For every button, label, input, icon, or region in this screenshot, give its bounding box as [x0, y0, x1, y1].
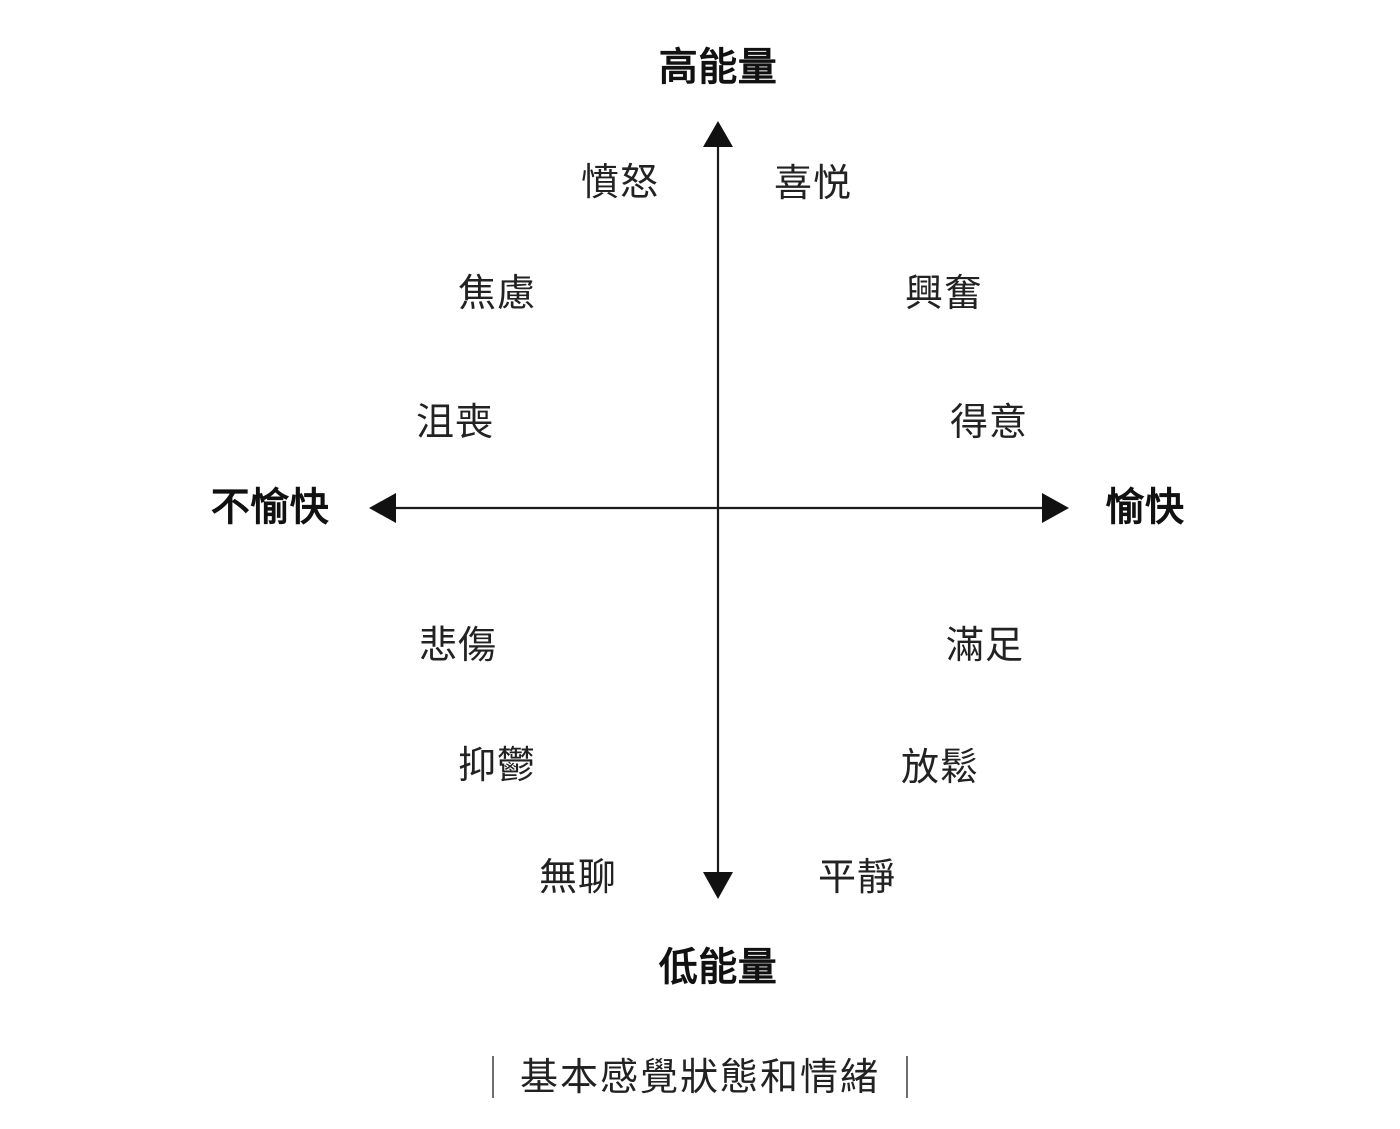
emotion-label: 悲傷 [418, 623, 498, 667]
arrow-right-icon [1042, 493, 1069, 523]
axis-label-unpleasant: 不愉快 [210, 485, 330, 531]
axis-label-high-energy: 高能量 [658, 45, 778, 91]
emotion-label: 興奮 [904, 271, 984, 315]
arrow-down-icon [703, 872, 733, 899]
emotion-label: 憤怒 [580, 160, 660, 204]
emotion-label: 喜悦 [773, 161, 853, 205]
emotion-label: 抑鬱 [457, 743, 537, 787]
caption-separator-right-icon [906, 1056, 909, 1098]
arrow-left-icon [369, 493, 396, 523]
caption-separator-left-icon [491, 1056, 494, 1098]
emotion-label: 放鬆 [900, 745, 980, 789]
emotion-label: 滿足 [945, 623, 1025, 667]
emotion-label: 得意 [949, 400, 1029, 444]
emotion-label: 無聊 [538, 855, 618, 899]
diagram-caption: 基本感覺狀態和情緒 [491, 1046, 909, 1108]
arrow-up-icon [703, 121, 733, 147]
axis-label-low-energy: 低能量 [658, 945, 778, 991]
axis-label-pleasant: 愉快 [1105, 485, 1185, 531]
emotion-label: 平靜 [817, 855, 897, 899]
caption-text: 基本感覺狀態和情緒 [519, 1055, 881, 1099]
emotion-label: 焦慮 [457, 271, 537, 315]
emotion-label: 沮喪 [415, 400, 495, 444]
